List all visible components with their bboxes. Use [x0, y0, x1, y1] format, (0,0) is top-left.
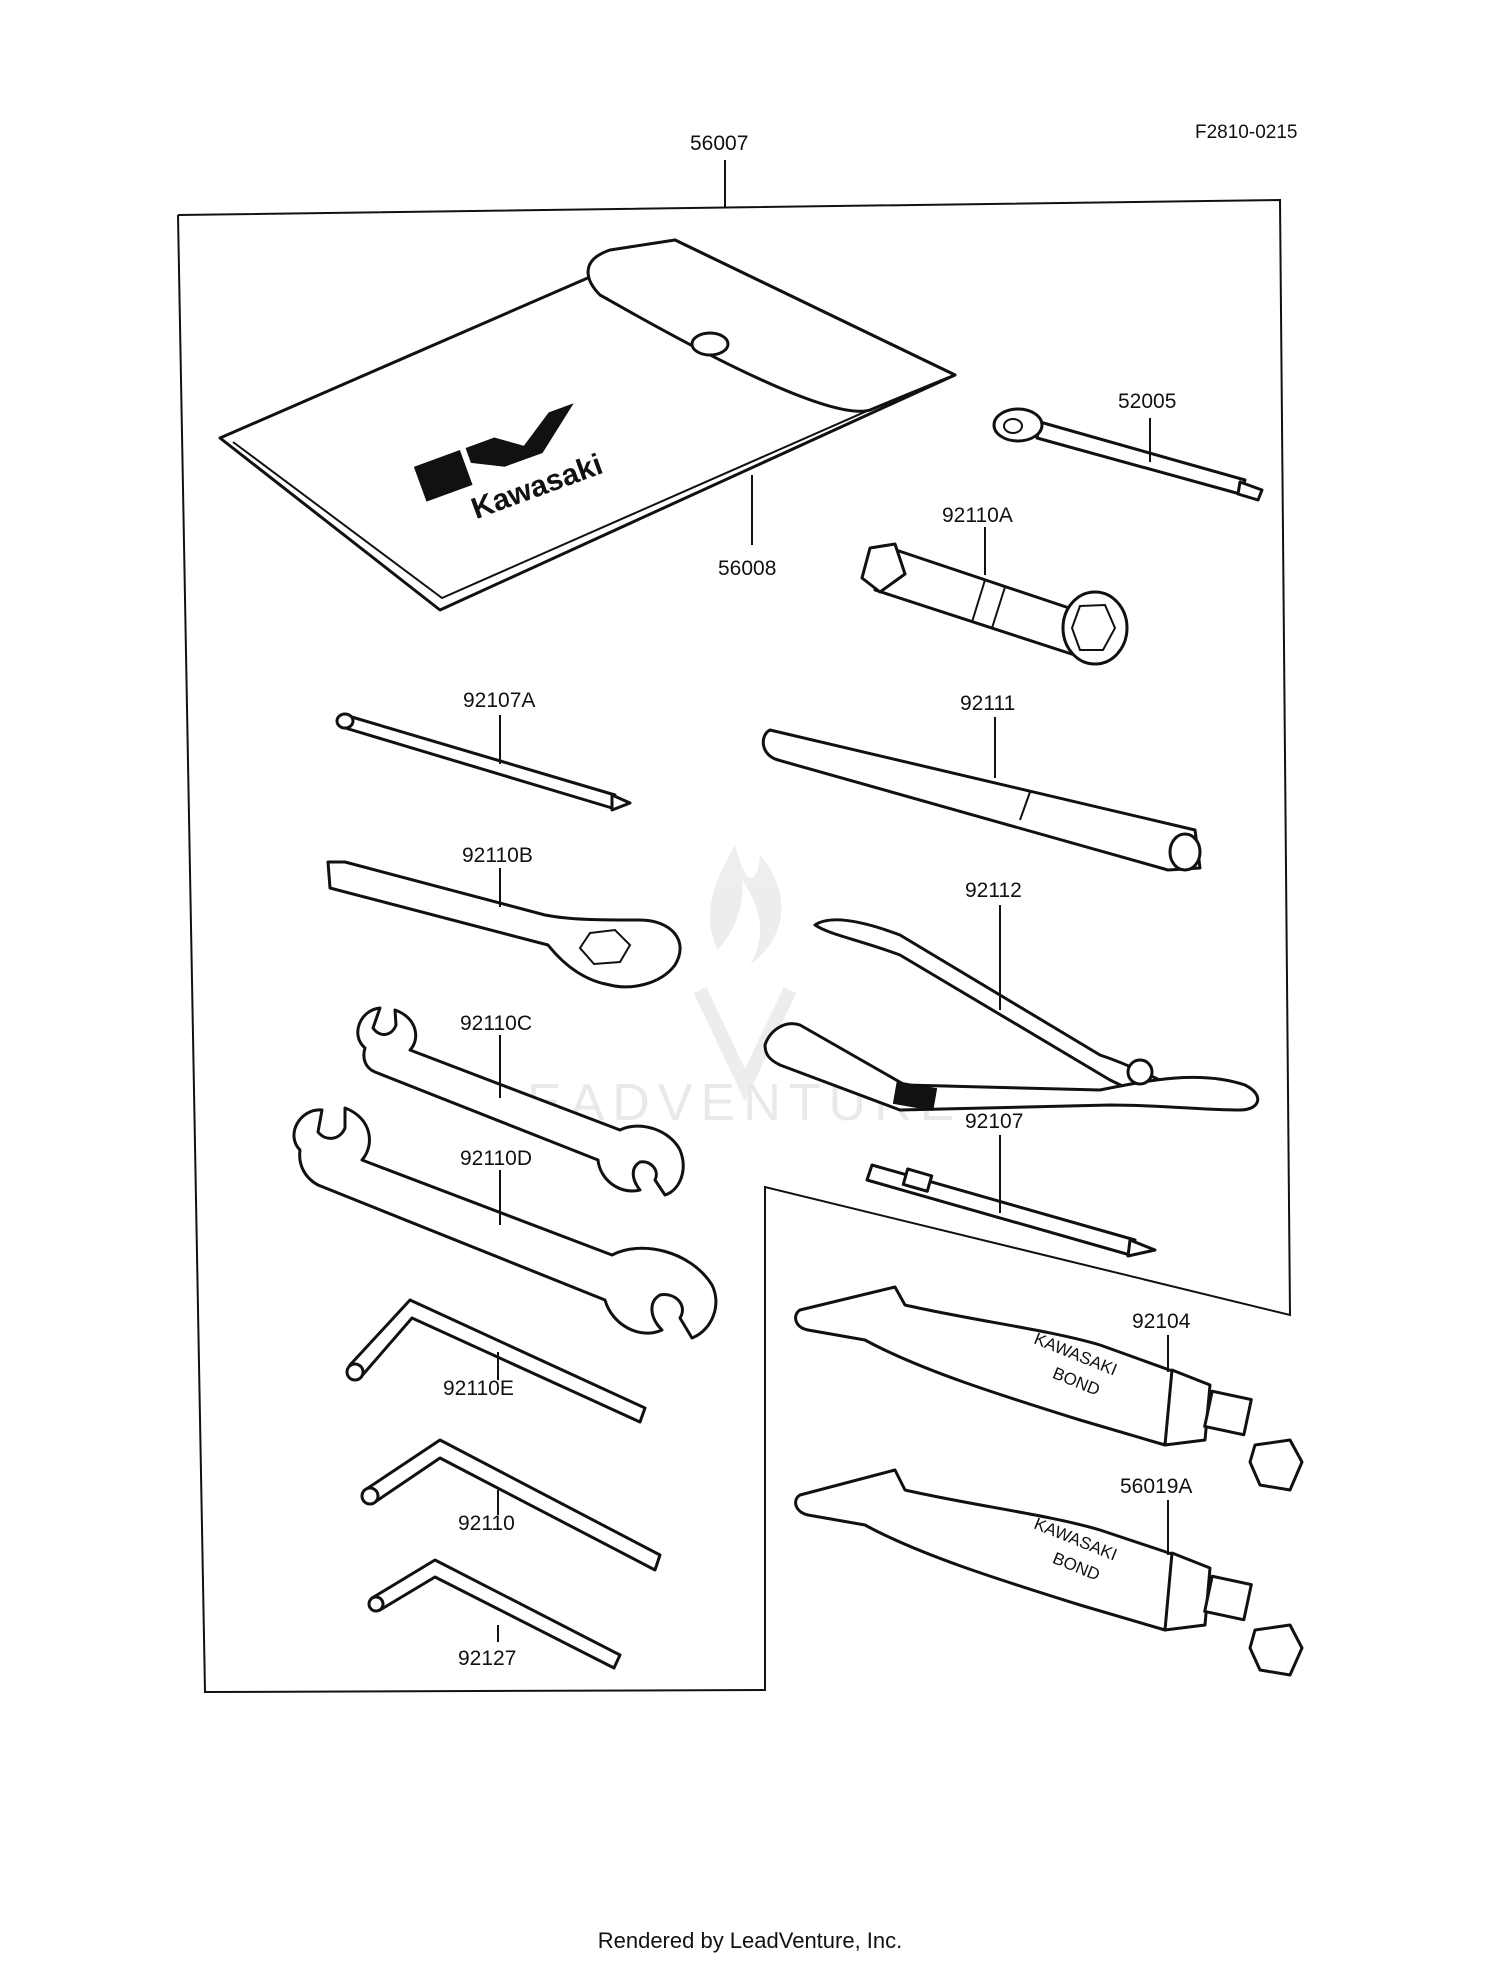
label-52005: 52005	[1118, 390, 1176, 413]
label-56019A: 56019A	[1120, 1475, 1192, 1498]
label-56008: 56008	[718, 557, 776, 580]
pliers-grip	[892, 1081, 938, 1111]
part-56019A-bond-tube: KAWASAKI BOND 56019A	[794, 1468, 1304, 1677]
figure-reference: F2810-0215	[1195, 122, 1297, 143]
part-92112-pliers: 92112	[763, 879, 1259, 1112]
label-92107: 92107	[965, 1110, 1023, 1133]
label-92111: 92111	[960, 692, 1015, 715]
label-92110D: 92110D	[460, 1147, 532, 1170]
part-92127-hex-wrench: 92127	[367, 1558, 622, 1670]
snap-button	[690, 331, 730, 357]
label-92110C: 92110C	[460, 1012, 532, 1035]
part-92110-hex-wrench: 92110	[360, 1438, 662, 1572]
label-92110E: 92110E	[443, 1377, 514, 1400]
footer-credit: Rendered by LeadVenture, Inc.	[597, 1928, 903, 1953]
part-52005-handle: 52005	[992, 390, 1264, 502]
label-92110A: 92110A	[942, 504, 1013, 527]
label-92110B: 92110B	[462, 844, 533, 867]
part-92110D-open-wrench: 92110D	[292, 1106, 718, 1340]
part-92110B-box-wrench: 92110B	[326, 844, 682, 989]
label-92107A: 92107A	[463, 689, 535, 712]
tool-pouch: Kawasaki 56008	[218, 238, 957, 612]
label-92127: 92127	[458, 1647, 516, 1670]
pliers-pivot	[1126, 1058, 1154, 1086]
label-92110: 92110	[458, 1512, 515, 1535]
part-92110C-open-wrench: 92110C	[356, 1006, 685, 1197]
part-92107-screwdriver: 92107	[865, 1110, 1157, 1258]
part-92110E-hex-wrench: 92110E	[345, 1298, 647, 1424]
part-92110A-plug-wrench: 92110A	[860, 504, 1129, 666]
label-56007: 56007	[690, 132, 748, 155]
part-92104-bond-tube: KAWASAKI BOND 92104	[794, 1285, 1304, 1492]
part-92111-extension-bar: 92111	[761, 692, 1202, 872]
kit-outline: 56007	[177, 132, 1292, 1694]
part-92107A-screwdriver: 92107A	[335, 689, 632, 812]
label-92104: 92104	[1132, 1310, 1191, 1333]
label-92112: 92112	[965, 879, 1022, 902]
